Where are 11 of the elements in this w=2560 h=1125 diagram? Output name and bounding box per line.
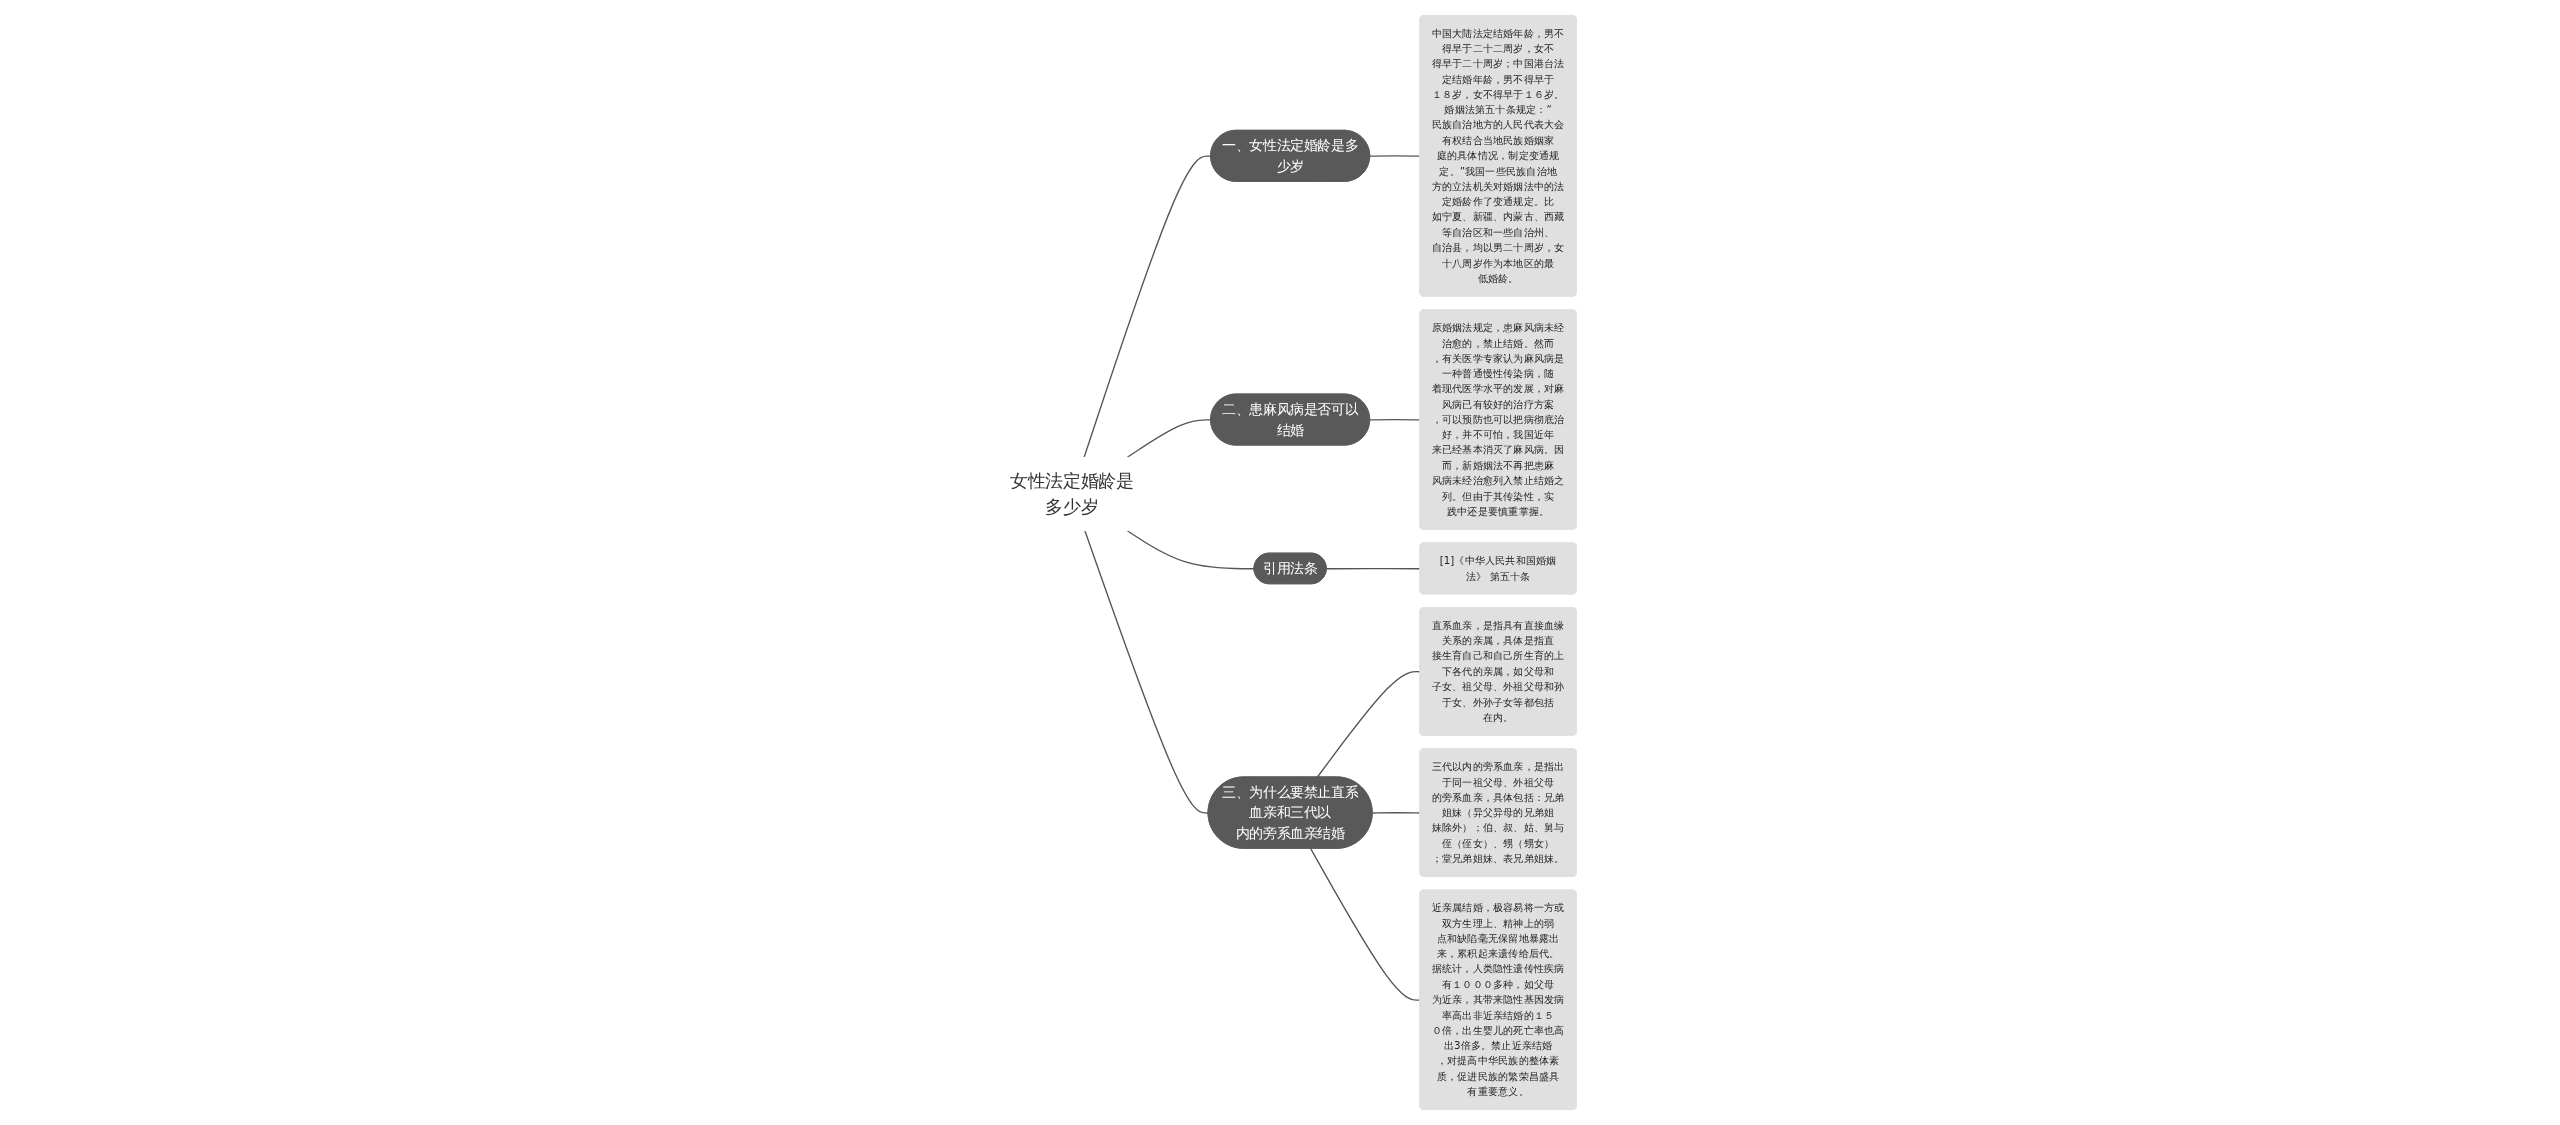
connector <box>1126 530 1256 570</box>
node-text: 女性法定婚龄是多少岁 <box>1010 470 1134 518</box>
connector <box>1083 155 1212 458</box>
connector <box>1310 848 1421 1001</box>
connector <box>1316 671 1421 778</box>
connector <box>1369 155 1421 157</box>
connector <box>1371 812 1421 814</box>
connector <box>1126 419 1212 458</box>
connector <box>1326 567 1421 570</box>
connector <box>1369 419 1421 421</box>
connector <box>1084 530 1210 814</box>
